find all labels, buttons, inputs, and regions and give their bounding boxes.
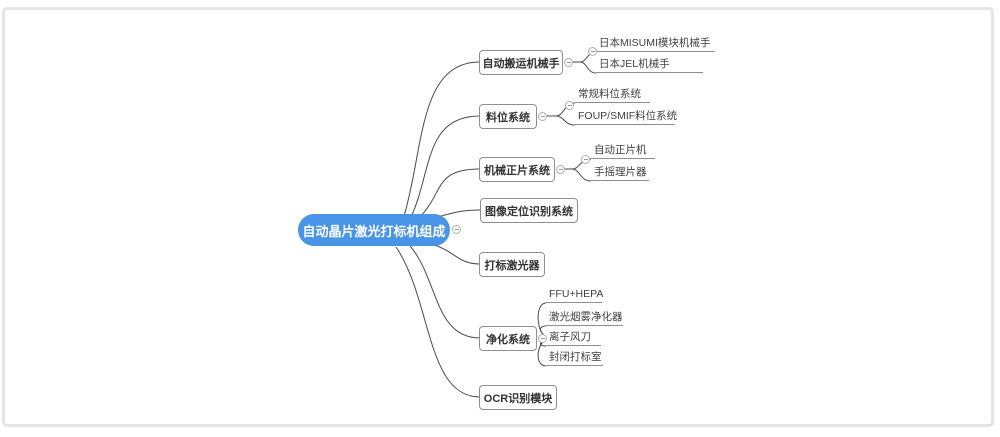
fork-toggle-3-icon[interactable] — [581, 155, 590, 164]
collapse-toggle-root-icon[interactable] — [452, 225, 461, 234]
edge-root-branch-2 — [410, 115, 481, 218]
branch-topic-3[interactable]: 机械正片系统 — [479, 157, 555, 182]
edge-branch-6-child-4 — [537, 341, 547, 367]
edge-branch-1-child-2 — [579, 61, 597, 74]
subtopic-6-3[interactable]: 离子风刀 — [546, 331, 601, 346]
edge-root-branch-6 — [409, 245, 481, 339]
branch-topic-7[interactable]: OCR识别模块 — [479, 385, 557, 410]
collapse-toggle-6-icon[interactable] — [538, 334, 547, 343]
collapse-toggle-3-icon[interactable] — [556, 165, 565, 174]
branch-topic-6[interactable]: 净化系统 — [479, 326, 537, 351]
edge-branch-6-child-1 — [537, 302, 547, 335]
fork-toggle-2-icon[interactable] — [565, 101, 574, 110]
collapse-toggle-1-icon[interactable] — [564, 58, 573, 67]
edge-root-branch-1 — [403, 61, 481, 217]
subtopic-1-2[interactable]: 日本JEL机械手 — [596, 58, 703, 73]
edge-root-branch-3 — [419, 168, 481, 218]
edge-root-branch-5 — [431, 243, 481, 265]
subtopic-2-1[interactable]: 常规料位系统 — [575, 88, 650, 103]
collapse-toggle-2-icon[interactable] — [538, 112, 547, 121]
subtopic-6-2[interactable]: 激光烟雾净化器 — [546, 311, 623, 326]
subtopic-3-2[interactable]: 手摇理片器 — [591, 166, 649, 181]
edge-branch-6-child-2 — [540, 325, 547, 336]
root-topic[interactable]: 自动晶片激光打标机组成 — [298, 214, 450, 246]
subtopic-1-1[interactable]: 日本MISUMI模块机械手 — [596, 37, 715, 52]
edge-root-branch-7 — [395, 246, 481, 398]
branch-topic-5[interactable]: 打标激光器 — [479, 252, 545, 277]
subtopic-6-1[interactable]: FFU+HEPA — [546, 288, 603, 303]
subtopic-3-1[interactable]: 自动正片机 — [591, 144, 655, 159]
branch-topic-1[interactable]: 自动搬运机械手 — [479, 50, 563, 75]
branch-topic-2[interactable]: 料位系统 — [479, 104, 537, 129]
edge-branch-3-child-2 — [571, 168, 592, 182]
subtopic-2-2[interactable]: FOUP/SMIF料位系统 — [575, 110, 677, 125]
edge-branch-2-child-2 — [555, 115, 576, 126]
branch-topic-4[interactable]: 图像定位识别系统 — [480, 198, 578, 223]
subtopic-6-4[interactable]: 封闭打标室 — [546, 351, 603, 366]
fork-toggle-1-icon[interactable] — [588, 47, 597, 56]
